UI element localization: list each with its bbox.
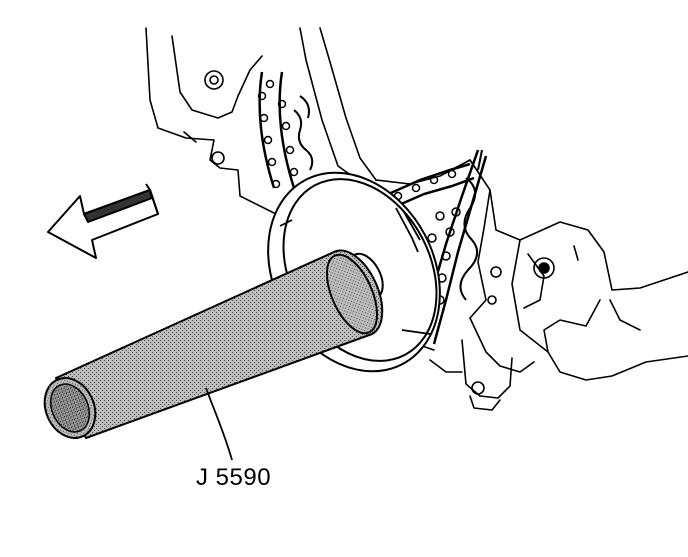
bolt-boss [204,70,555,395]
tool-label: J 5590 [196,464,272,491]
engine-front-cover [145,27,688,411]
timing-chain-left [257,71,314,189]
label-leader-line [205,387,233,461]
arrow-left-icon [47,183,159,259]
tool-j5590-cylinder [43,249,384,439]
